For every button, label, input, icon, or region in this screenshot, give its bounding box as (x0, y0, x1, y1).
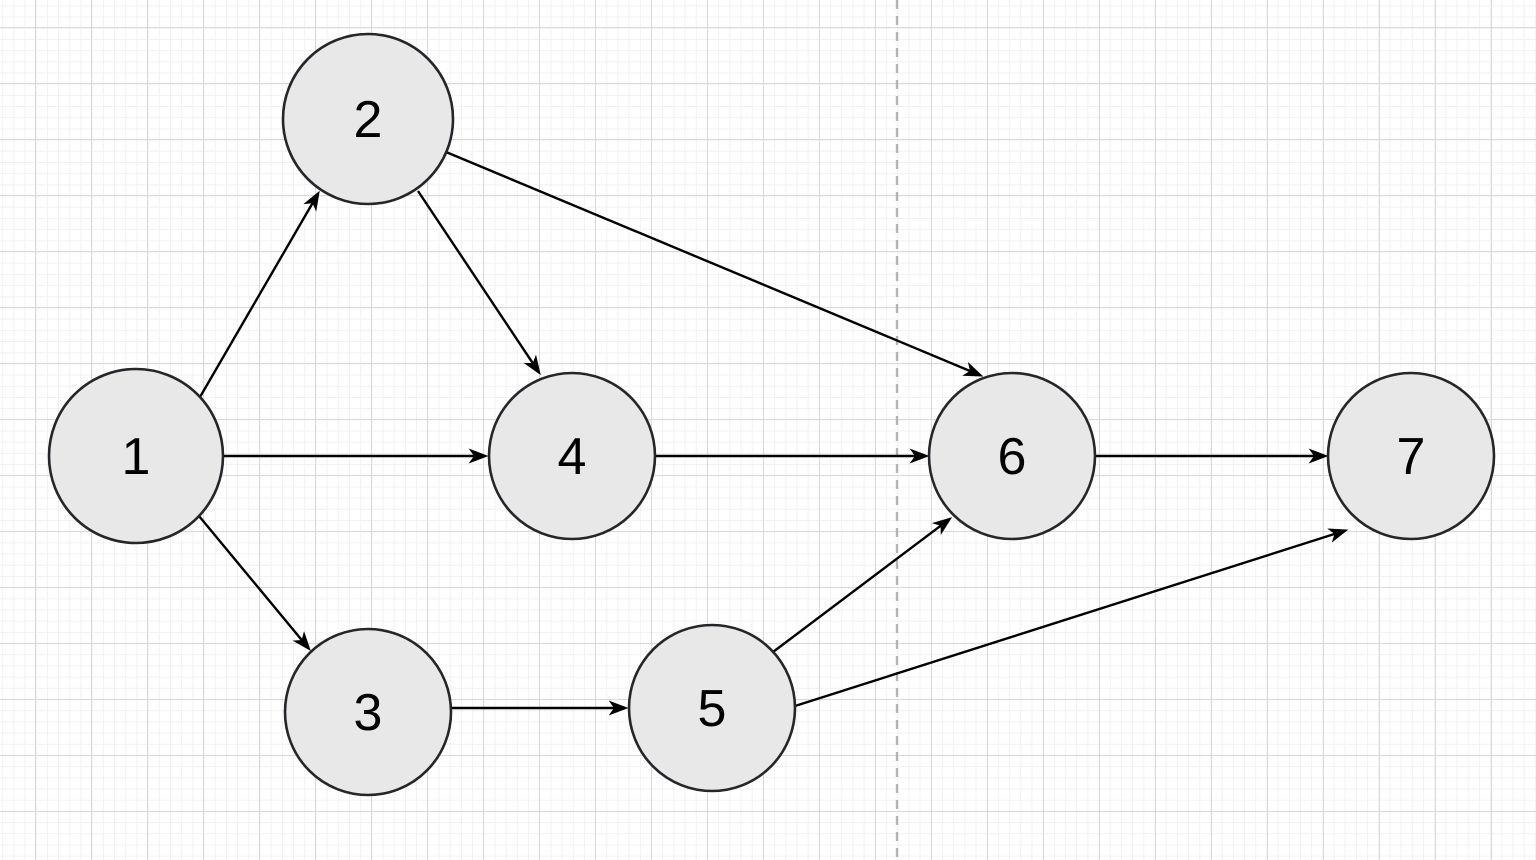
edge-4-to-6[interactable] (655, 448, 930, 464)
node-circle[interactable] (47, 367, 225, 545)
edge-2-to-4[interactable] (417, 190, 541, 376)
edge-shaft (198, 515, 304, 642)
edge-1-to-3[interactable] (198, 515, 311, 652)
node-label: 5 (698, 680, 727, 738)
node-circle[interactable] (283, 627, 453, 797)
node-label: 6 (998, 428, 1027, 486)
node-circle[interactable] (927, 371, 1097, 541)
edge-layer (198, 150, 1349, 716)
node-1[interactable]: 1 (47, 367, 225, 545)
node-circle[interactable] (487, 371, 657, 541)
arrowhead-icon (962, 362, 984, 377)
edge-1-to-4[interactable] (223, 448, 489, 464)
node-3[interactable]: 3 (283, 627, 453, 797)
arrowhead-icon (1327, 528, 1349, 543)
arrowhead-icon (909, 448, 930, 464)
node-5[interactable]: 5 (627, 623, 797, 793)
node-7[interactable]: 7 (1326, 371, 1496, 541)
node-circle[interactable] (627, 623, 797, 793)
node-4[interactable]: 4 (487, 371, 657, 541)
arrowhead-icon (1308, 448, 1329, 464)
arrowhead-icon (292, 631, 311, 652)
edge-6-to-7[interactable] (1095, 448, 1329, 464)
edge-5-to-7[interactable] (794, 528, 1349, 708)
node-label: 7 (1397, 428, 1426, 486)
node-label: 4 (558, 428, 587, 486)
arrowhead-icon (468, 448, 489, 464)
edge-shaft (198, 202, 314, 398)
arrowhead-icon (303, 190, 320, 212)
node-layer: 1 2 3 4 5 6 7 (47, 32, 1496, 797)
arrowhead-icon (523, 354, 541, 376)
arrowhead-icon (931, 517, 953, 536)
node-label: 3 (354, 684, 383, 742)
edge-shaft (794, 532, 1336, 708)
edge-3-to-5[interactable] (451, 700, 629, 716)
node-label: 2 (354, 91, 383, 149)
edge-5-to-6[interactable] (772, 517, 953, 653)
node-circle[interactable] (281, 32, 455, 206)
node-2[interactable]: 2 (281, 32, 455, 206)
edge-shaft (417, 190, 535, 365)
edge-1-to-2[interactable] (198, 190, 320, 398)
edge-shaft (445, 150, 972, 373)
edge-2-to-6[interactable] (445, 150, 984, 377)
node-6[interactable]: 6 (927, 371, 1097, 541)
edge-shaft (772, 524, 942, 653)
node-label: 1 (122, 428, 151, 486)
node-circle[interactable] (1326, 371, 1496, 541)
arrowhead-icon (608, 700, 629, 716)
